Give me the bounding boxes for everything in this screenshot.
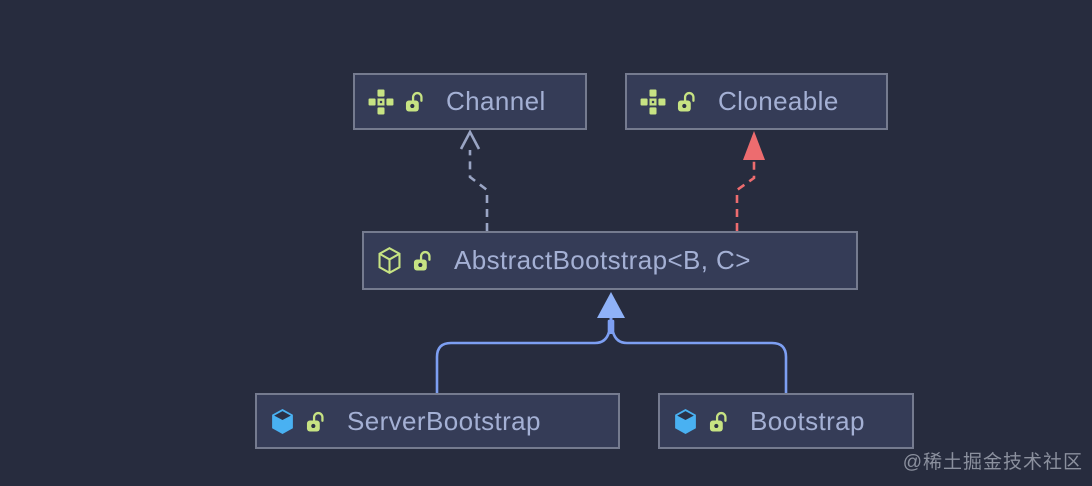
class-name-label: Channel xyxy=(446,86,546,116)
class-name-label: ServerBootstrap xyxy=(347,405,541,436)
edge-inheritance-serverbootstrap[interactable] xyxy=(435,319,611,395)
edge-realization-channel[interactable] xyxy=(459,129,489,231)
public-lock-icon xyxy=(405,91,423,113)
interface-icon xyxy=(640,88,666,115)
edge-inheritance-bootstrap[interactable] xyxy=(611,319,788,395)
edge-realization-cloneable[interactable] xyxy=(735,131,765,231)
public-lock-icon xyxy=(306,411,324,433)
class-icon xyxy=(272,408,293,434)
public-lock-icon xyxy=(413,250,431,272)
public-lock-icon xyxy=(677,91,695,113)
edge-inheritance-arrowhead xyxy=(597,292,625,334)
class-node-abstractbootstrap[interactable]: AbstractBootstrap<B, C> xyxy=(362,231,858,290)
interface-icon xyxy=(368,88,394,115)
class-name-label: AbstractBootstrap<B, C> xyxy=(454,245,751,275)
watermark: @稀土掘金技术社区 xyxy=(902,452,1083,473)
class-node-channel[interactable]: Channel xyxy=(353,73,587,130)
class-node-bootstrap[interactable]: Bootstrap xyxy=(658,393,914,449)
public-lock-icon xyxy=(709,411,727,433)
class-node-cloneable[interactable]: Cloneable xyxy=(625,73,888,130)
class-name-label: Cloneable xyxy=(718,86,839,116)
abstract-class-icon xyxy=(378,247,401,274)
class-node-serverbootstrap[interactable]: ServerBootstrap xyxy=(255,393,620,449)
class-name-label: Bootstrap xyxy=(750,405,865,436)
class-icon xyxy=(675,408,696,434)
